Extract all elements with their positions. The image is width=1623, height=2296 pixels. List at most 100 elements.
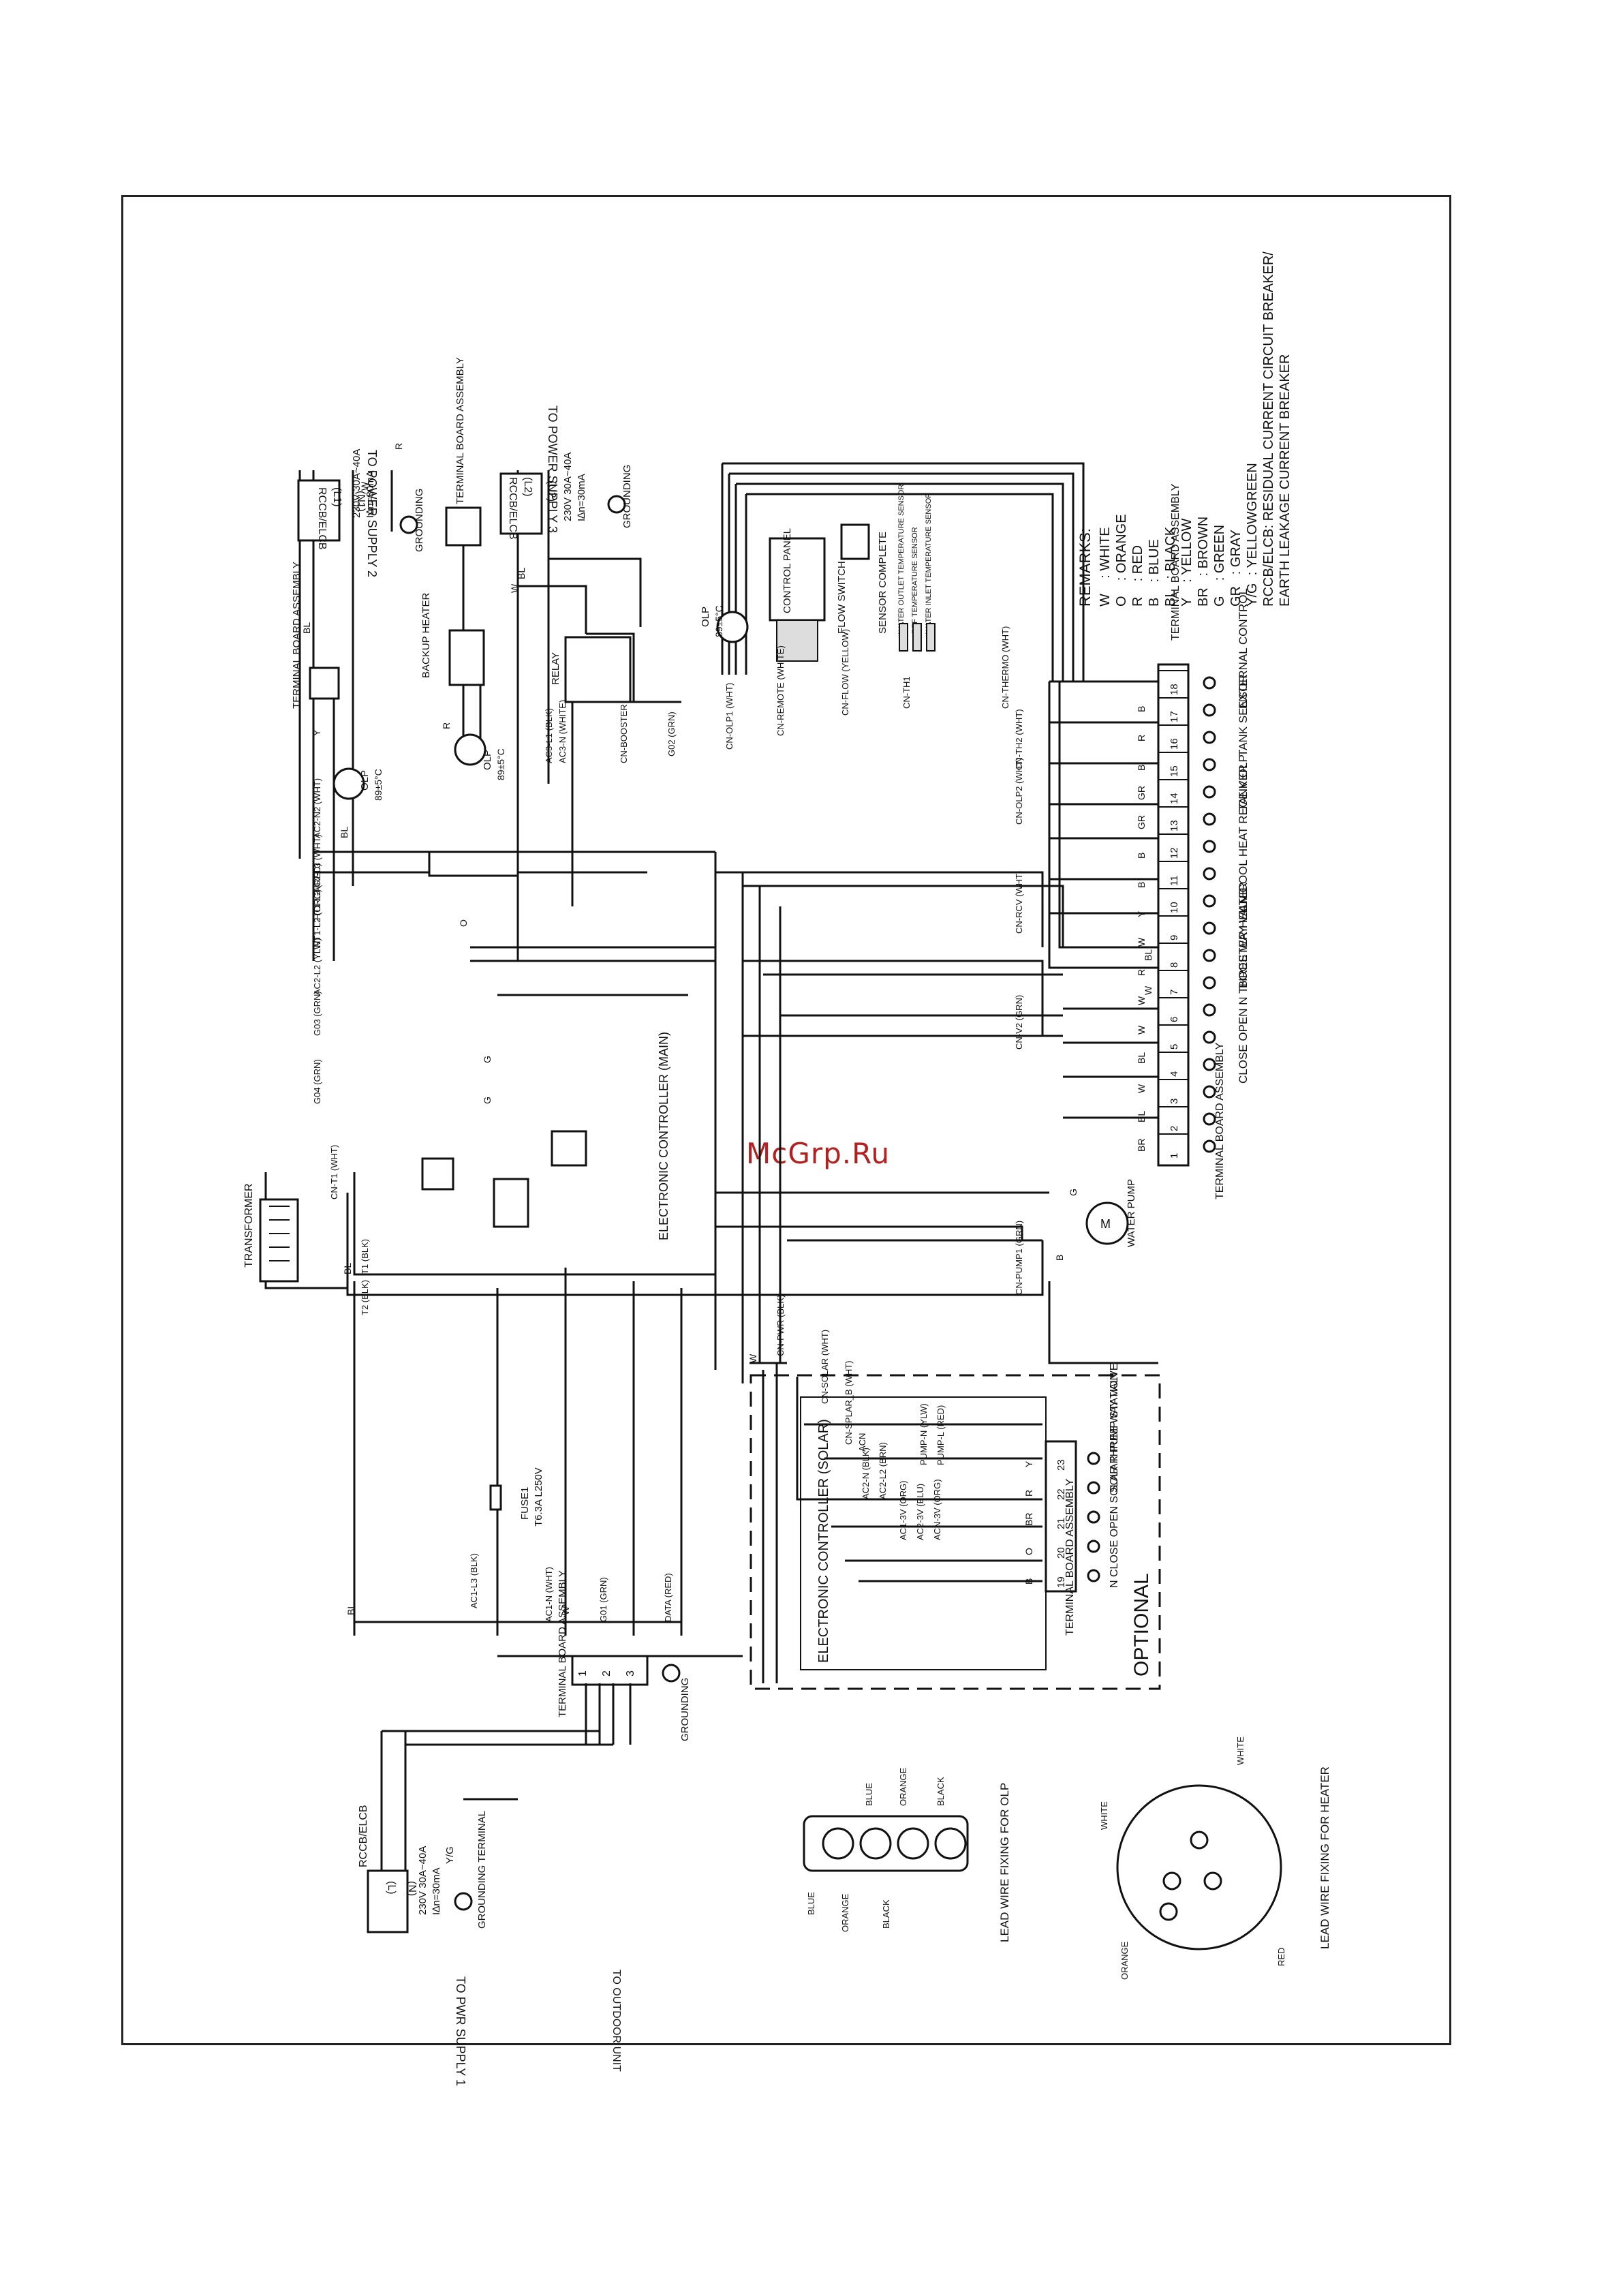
right-terminal-wire-color: BL	[1136, 1111, 1147, 1122]
svg-text:M: M	[1100, 1217, 1111, 1231]
ps1-l: (L)	[386, 1881, 397, 1895]
fuse-rating: T6.3A L250V	[533, 1467, 544, 1527]
remark-item: RCCB/ELCB: RESIDUAL CURRENT CIRCUIT BREA…	[1261, 251, 1276, 607]
supply-terminal-number: 2	[601, 1670, 613, 1677]
remark-item: BR : BROWN	[1196, 517, 1211, 607]
bottom-grounding: GROUNDING	[679, 1678, 691, 1741]
wire-color-marker: G	[1068, 1189, 1079, 1196]
sensor-3-label: WATER INLET TEMPERATURE SENSOR	[925, 493, 933, 634]
ps2-n1: (N1)	[355, 491, 367, 512]
olp-mid-icon	[454, 733, 486, 766]
terminal-screw-icon	[1203, 921, 1216, 935]
wire-color-marker: Y	[311, 729, 322, 736]
sensor-1-label: WATER OUTLET TEMPERATURE SENSOR	[897, 485, 906, 634]
flow-switch	[840, 523, 870, 560]
supply-terminal-number: 1	[577, 1670, 589, 1677]
right-terminal-number: 3	[1169, 1099, 1180, 1104]
connector-label: AC1-3V (ORG)	[898, 1481, 908, 1540]
remark-item: O : ORANGE	[1114, 514, 1129, 607]
solar-terminal-wire-color: B	[1023, 1578, 1034, 1585]
relay-label: RELAY	[550, 652, 561, 685]
right-terminal-wire-color: B	[1136, 882, 1147, 888]
solar-terminal-number: 20	[1055, 1547, 1067, 1559]
group-booster-heater: BOOSTER HEATER	[1237, 882, 1250, 988]
connector-label: AC3-N (WHITE)	[557, 700, 568, 763]
heater-fix-white-2: WHITE	[1235, 1736, 1246, 1765]
olp-left-icon	[333, 767, 365, 800]
solar-controller-label: ELECTRONIC CONTROLLER (SOLAR)	[816, 1419, 831, 1663]
solar-terminal-number: 21	[1055, 1518, 1067, 1529]
solar-terminal-number: 22	[1055, 1488, 1067, 1500]
connector-label: HT1-L3 (RED)	[312, 863, 322, 920]
right-terminal-number: 16	[1169, 738, 1180, 750]
right-terminal-wire-color: W	[1136, 1025, 1147, 1035]
terminal-screw-icon	[1203, 812, 1216, 826]
olp-top-label: OLP	[700, 607, 711, 627]
wire-color-marker: BL	[301, 622, 312, 634]
power-supply-3: TO POWER SUPPLY 3 RCCB/ELCB (L2) (N2) 23…	[499, 405, 633, 540]
relay-box	[564, 636, 632, 703]
right-terminal-wire-color: W	[1136, 996, 1147, 1005]
connector-label: AC3-L1 (BLK)	[544, 708, 554, 763]
terminal-screw-icon	[1087, 1452, 1100, 1465]
ps1-rccb: RCCB/ELCB	[358, 1805, 369, 1867]
terminal-screw-icon	[1087, 1481, 1100, 1495]
connector-label: T2 (BLK)	[360, 1280, 370, 1315]
power-supply-2: TO POWER SUPPLY 2 RCCB/ELCB (L1) (N1) 23…	[297, 357, 482, 577]
right-terminal-number: 4	[1169, 1071, 1180, 1077]
ps1-rating: 230V 30A~40A	[417, 1846, 429, 1915]
control-panel	[769, 537, 826, 622]
connector-labels: CN-T1 (WHT)G04 (GRN)G03 (GRN)AC2-L2 (YLW…	[312, 626, 1024, 1622]
solar-terminal-number: 23	[1055, 1459, 1067, 1471]
right-terminal-wire-color: BR	[1136, 1139, 1147, 1152]
olp-fix-orange-2: ORANGE	[898, 1767, 908, 1806]
connector-label: HT1-L2 (ORG)	[312, 889, 322, 947]
olp-fix-title: LEAD WIRE FIXING FOR OLP	[998, 1783, 1011, 1942]
right-terminal-number: 8	[1169, 962, 1180, 968]
olp-mid-temp: 89±5°C	[495, 748, 506, 780]
solar-terminal-board-label: TERMINAL BOARD ASSEMBLY	[1064, 1478, 1076, 1636]
connector-label: AC1-N (WHT)	[544, 1567, 554, 1622]
remark-item: G : GREEN	[1212, 525, 1227, 607]
olp-fix-black-2: BLACK	[936, 1777, 946, 1806]
sensor-2-label: REF TEMPERATURE SENSOR	[911, 527, 919, 634]
connector-label: CN-SOLAR (WHT)	[820, 1330, 830, 1404]
connector-label: DATA (RED)	[663, 1573, 673, 1622]
right-terminal-wire-color: B	[1136, 853, 1147, 859]
right-terminal-number: 14	[1169, 793, 1180, 804]
sensor-area: CONTROL PANEL FLOW SWITCH SENSOR COMPLET…	[769, 485, 936, 662]
right-terminal-wire-color: Y	[1136, 910, 1147, 917]
terminal-screw-icon	[1087, 1510, 1100, 1524]
right-terminal-number: 12	[1169, 847, 1180, 859]
right-terminal-number: 6	[1169, 1017, 1180, 1022]
wire-color-marker: R	[393, 443, 404, 450]
wire-color-marker: BL	[516, 568, 527, 579]
terminal-screw-icon	[1203, 785, 1216, 799]
ps3-rating: 230V 30A~40A	[562, 453, 574, 521]
terminal-screw-icon	[1203, 731, 1216, 744]
wire-color-marker: W	[747, 1353, 758, 1363]
group-tank-olp: TANK OLP	[1237, 754, 1250, 811]
right-terminal-number: 15	[1169, 765, 1180, 777]
connector-label: AC2-N2 (WHT)	[312, 778, 322, 838]
group-external-control: EXTERNAL CONTROL	[1237, 588, 1250, 709]
backup-heater-label: BACKUP HEATER	[420, 593, 432, 678]
right-terminal-number: 13	[1169, 820, 1180, 831]
wire-color-marker: W	[560, 1606, 571, 1615]
right-terminal-number: 7	[1169, 990, 1180, 995]
right-terminal-number: 1	[1169, 1153, 1180, 1159]
left-terminal-board-label: TERMINAL BOARD ASSEMBLY	[291, 562, 303, 709]
ps3-l2: (L2)	[522, 477, 534, 496]
remark-item: W : WHITE	[1098, 527, 1113, 607]
solar-terminal-wire-color: R	[1023, 1490, 1034, 1497]
ps1-grounding-terminal: GROUNDING TERMINAL	[476, 1811, 488, 1929]
remark-item: GR : GRAY	[1228, 530, 1243, 607]
sensor-complete-label: SENSOR COMPLETE	[877, 532, 888, 634]
terminal-screw-icon	[1203, 1058, 1216, 1071]
right-terminal-number: 17	[1169, 711, 1180, 722]
solar-terminal-wire-color: BR	[1023, 1513, 1034, 1526]
transformer-label: TRANSFORMER	[243, 1183, 255, 1268]
